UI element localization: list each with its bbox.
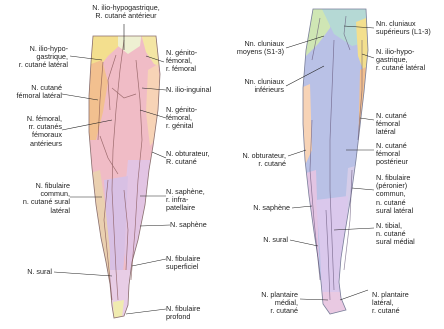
label-genitofemoral-femoral: N. génito- fémoral, r. fémoral: [166, 49, 226, 74]
label-tibial: N. tibial, n. cutané sural médial: [376, 222, 438, 247]
label-lateral-plantar: N. plantaire latéral, r. cutané: [372, 291, 434, 316]
label-iliohypogastric-lateral: N. ilio-hypo- gastrique, r. cutané latér…: [4, 45, 68, 70]
label-middle-cluneal: Nn. cluniaux moyens (S1-3): [226, 40, 284, 56]
label-obturator-anterior: N. obturateur, R. cutané: [166, 150, 230, 166]
label-common-fibular-posterior: N. fibulaire (péronier) commun, n. cutan…: [376, 174, 438, 215]
label-posterior-femoral-cutaneous: N. cutané fémoral postérieur: [376, 142, 436, 167]
label-sural-posterior: N. sural: [236, 236, 288, 244]
label-obturator-posterior: N. obturateur, r. cutané: [226, 152, 286, 168]
label-deep-fibular: N. fibulaire profond: [166, 305, 226, 321]
label-inferior-cluneal: Nn. cluniaux inférieurs: [226, 78, 284, 94]
label-femoral-anterior-cutaneous: N. fémoral, rr. cutanés fémoraux antérie…: [4, 115, 62, 148]
label-sural-anterior: N. sural: [4, 268, 52, 276]
label-superior-cluneal: Nn. cluniaux supérieurs (L1-3): [376, 20, 444, 36]
label-lateral-femoral-posterior: N. cutané fémoral latéral: [376, 112, 436, 137]
label-superficial-fibular: N. fibulaire superficiel: [166, 255, 226, 271]
label-saphenous-anterior: N. saphène: [170, 221, 226, 229]
label-iliohypogastric-lateral-posterior: N. ilio-hypo- gastrique, r. cutané latér…: [376, 48, 442, 73]
posterior-leg: [296, 5, 376, 325]
label-ilioinguinal: N. ilio-inguinal: [166, 86, 230, 94]
label-genitofemoral-genital: N. génito- fémoral, r. génital: [166, 106, 226, 131]
label-saphenous-posterior: N. saphène: [236, 204, 290, 212]
label-iliohypogastric-anterior: N. ilio-hypogastrique, R. cutané antérie…: [84, 4, 168, 20]
anterior-leg: [80, 30, 170, 325]
label-common-fibular: N. fibulaire commun, n. cutané sural lat…: [4, 182, 70, 215]
lateral-femoral-posterior-zone: [358, 62, 376, 160]
label-saphenous-infrapatellar: N. saphène, r. infra- patellaire: [166, 188, 226, 213]
label-lateral-femoral-cutaneous: N. cutané fémoral latéral: [4, 84, 62, 100]
label-medial-plantar: N. plantaire médial, r. cutané: [236, 291, 298, 316]
